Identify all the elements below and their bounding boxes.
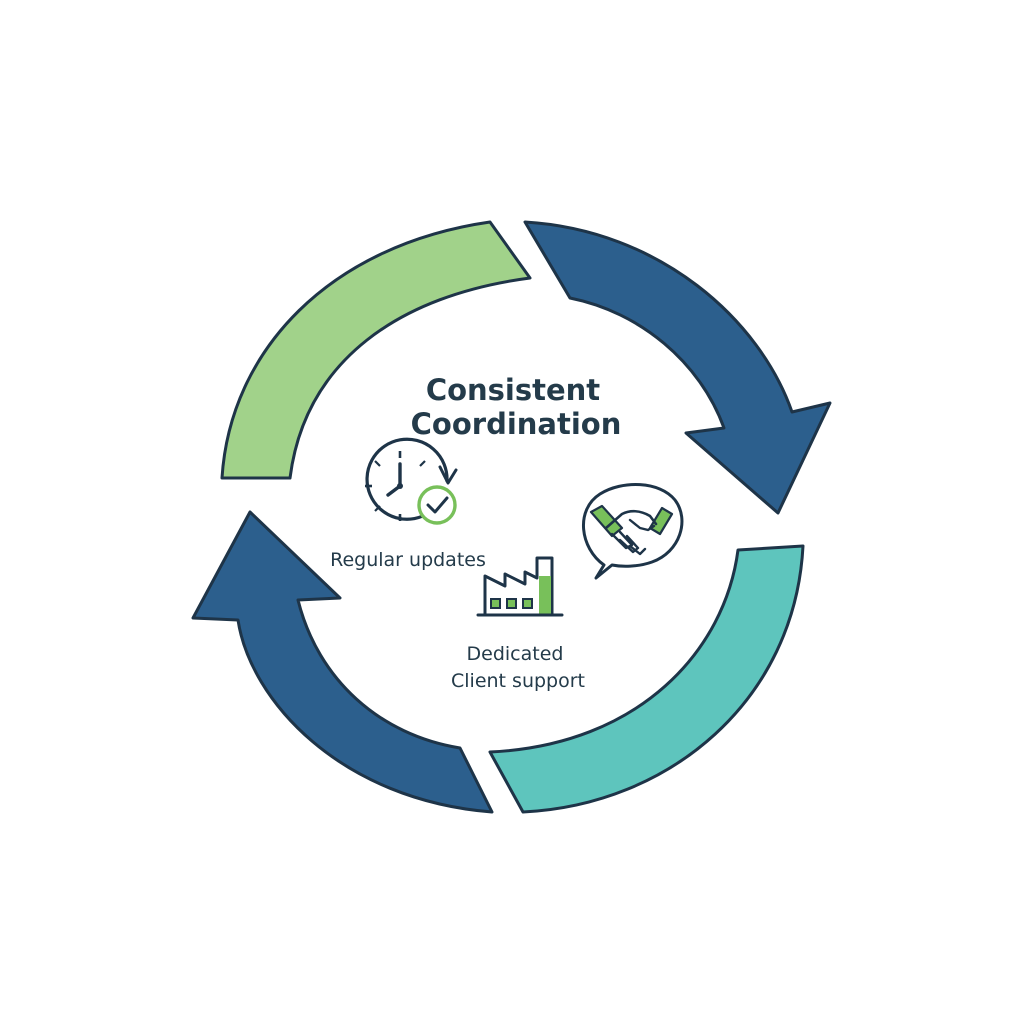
client-support-label-line-2: Client support — [451, 670, 585, 692]
diagram-title-line-1: Consistent — [426, 373, 600, 407]
cycle-ring — [191, 220, 832, 814]
dark-blue-arrow-top-right — [523, 220, 832, 515]
diagram-title-line-2: Coordination — [411, 407, 622, 441]
regular-updates-label: Regular updates — [330, 549, 486, 571]
teal-arc-segment — [488, 544, 805, 814]
dark-blue-arrow-bottom-left — [191, 510, 494, 814]
green-arc-segment — [220, 220, 532, 480]
clock-check-icon — [365, 437, 458, 525]
dedicated-label-line-1: Dedicated — [467, 643, 564, 665]
handshake-speech-bubble-icon — [582, 483, 684, 580]
factory-icon — [476, 556, 564, 617]
